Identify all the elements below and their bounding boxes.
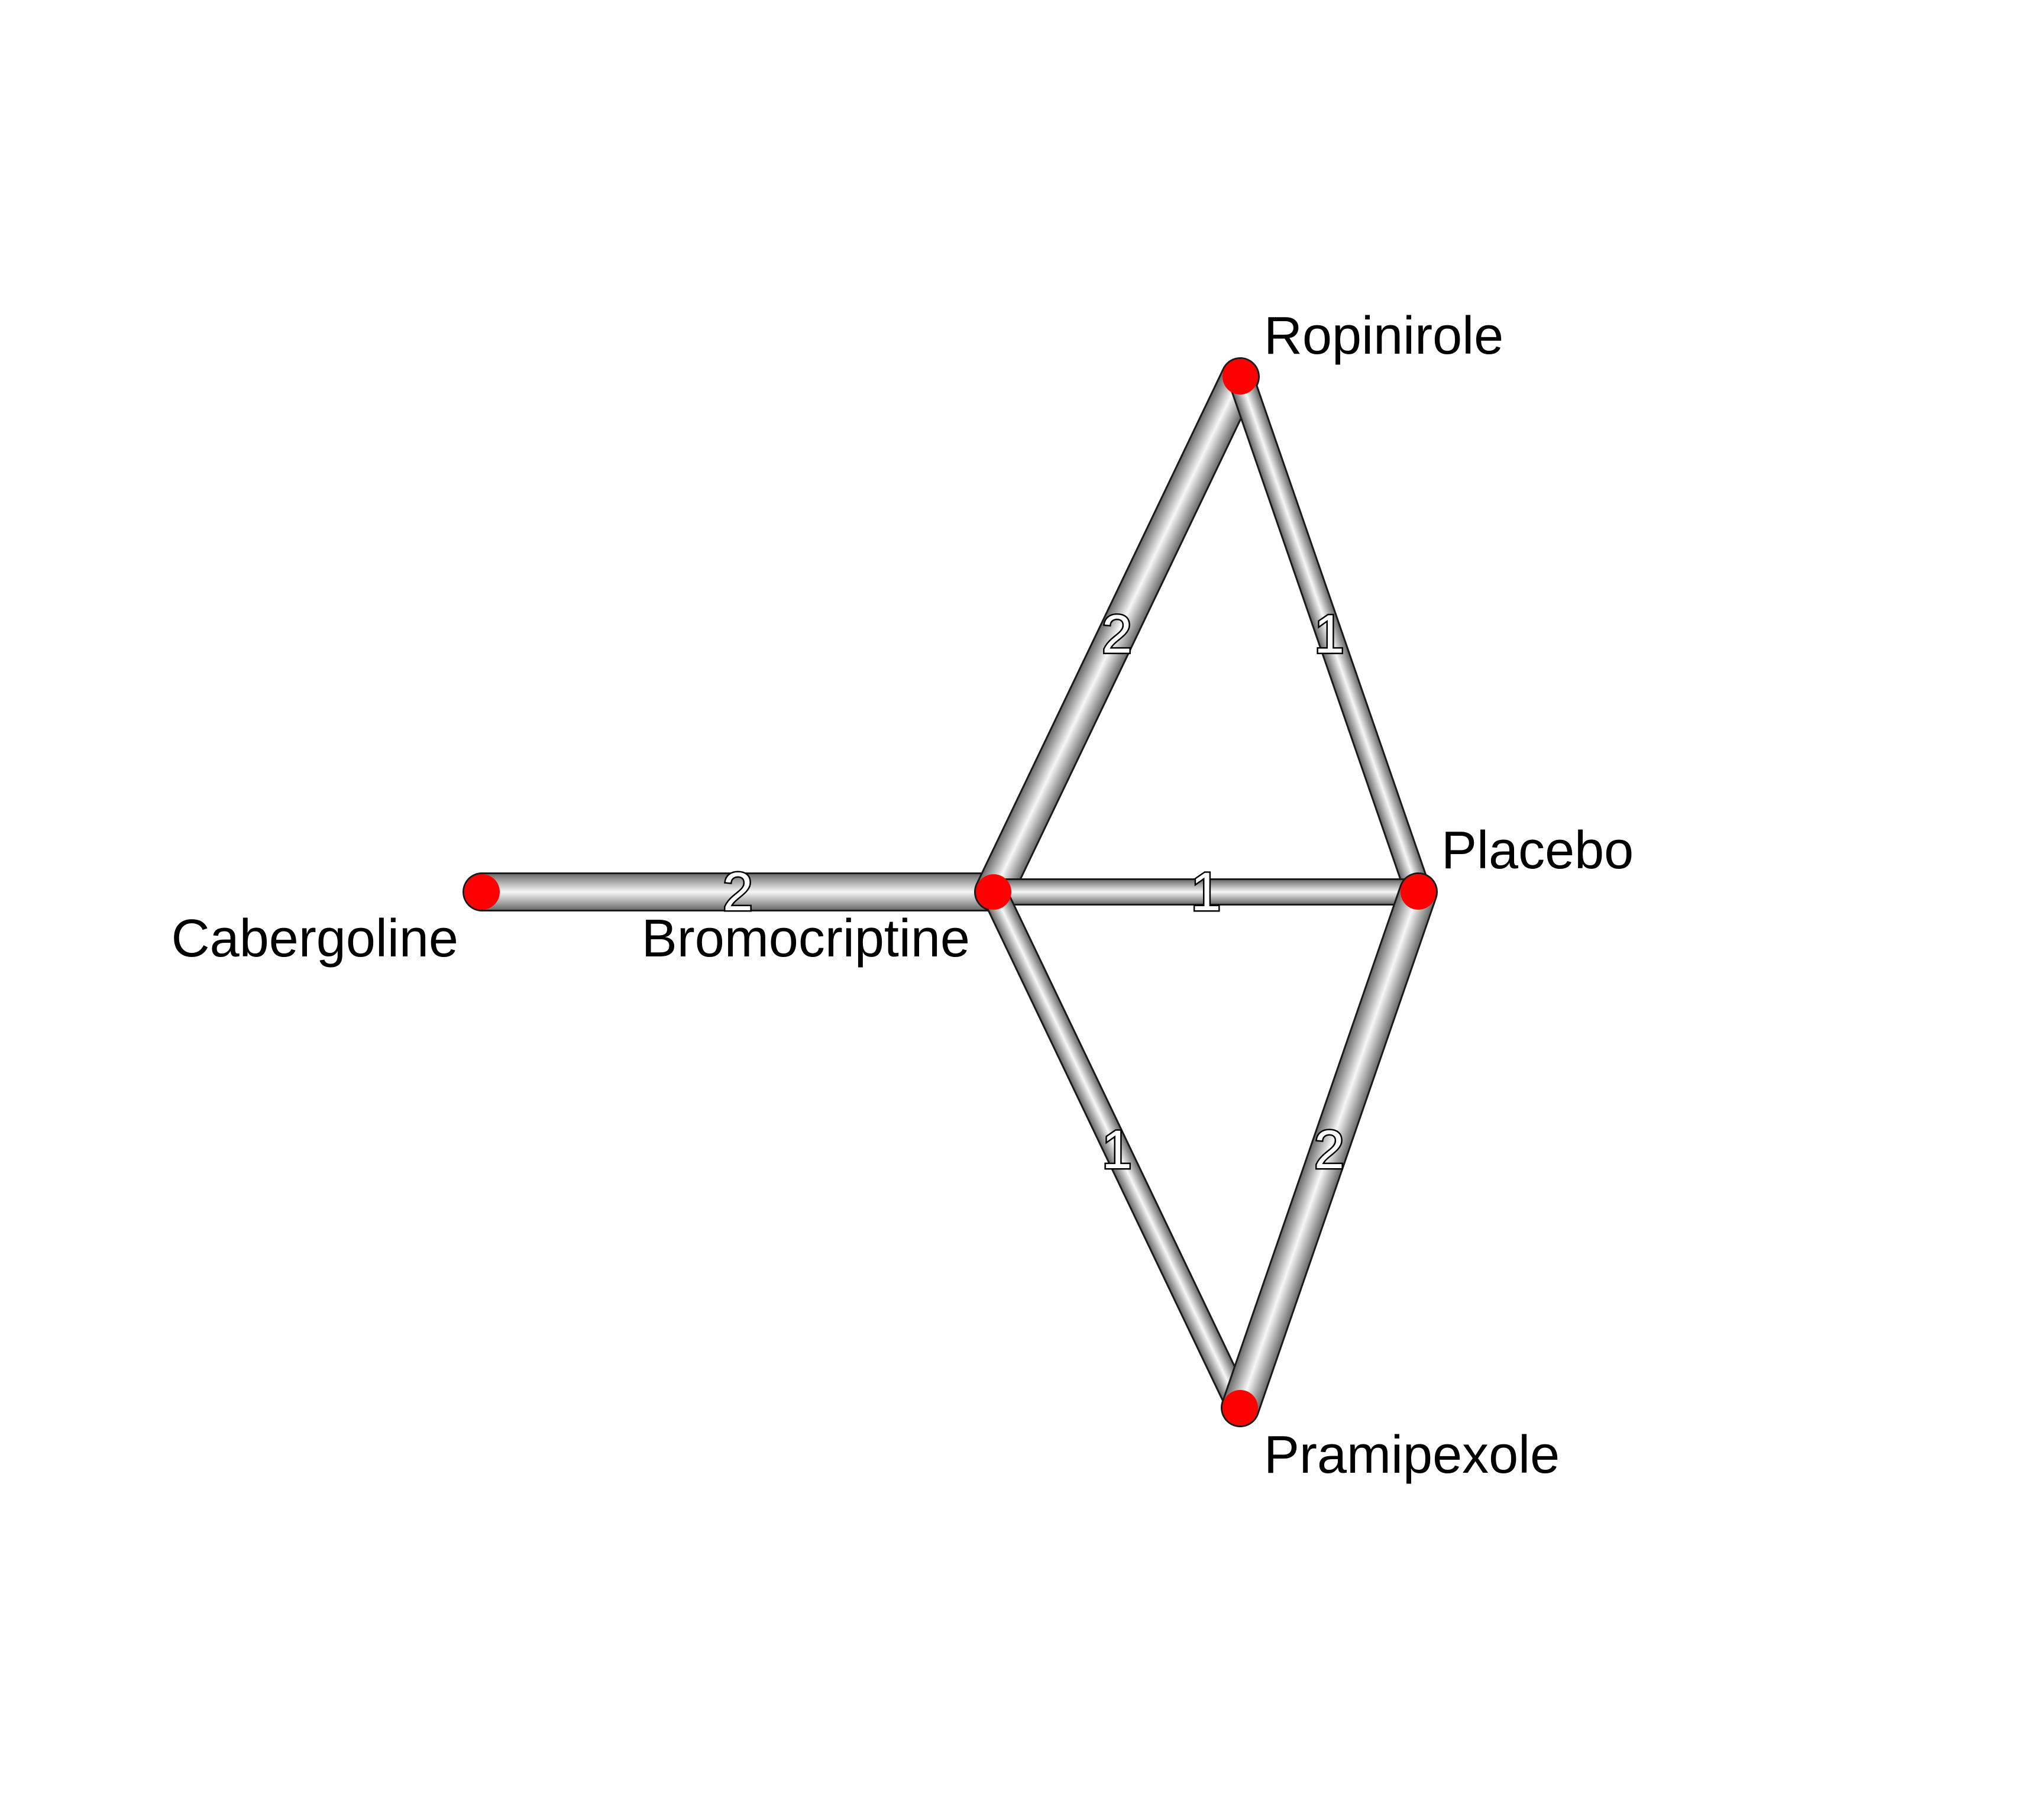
node-label-bromocriptine: Bromocriptine: [642, 909, 970, 968]
node-pramipexole: [1222, 1390, 1258, 1425]
edge-label-bromocriptine-ropinirole: 2: [1102, 604, 1132, 665]
node-label-placebo: Placebo: [1441, 821, 1634, 880]
edge-bromocriptine-ropinirole: [976, 359, 1258, 910]
node-cabergoline: [464, 874, 500, 910]
edge-label-pramipexole-placebo: 2: [1314, 1120, 1344, 1180]
node-labels-layer: Cabergoline Bromocriptine Placebo Ropinirol…: [172, 306, 1634, 1485]
node-bromocriptine: [976, 874, 1011, 910]
edge-ropinirole-placebo: [1228, 365, 1430, 904]
edge-label-bromocriptine-pramipexole: 1: [1102, 1120, 1132, 1180]
node-ropinirole: [1222, 359, 1258, 395]
nodes-layer: [464, 359, 1436, 1425]
edge-label-bromocriptine-placebo: 1: [1191, 862, 1221, 922]
node-label-ropinirole: Ropinirole: [1264, 306, 1503, 366]
node-label-pramipexole: Pramipexole: [1264, 1425, 1560, 1485]
edges-layer: [463, 357, 1438, 1427]
edge-bromocriptine-pramipexole: [982, 880, 1252, 1420]
edge-labels-layer: 2 2 1 1 1 2: [721, 603, 1346, 1182]
edge-label-ropinirole-placebo: 1: [1314, 604, 1344, 665]
edge-label-cabergoline-bromocriptine: 2: [723, 862, 753, 922]
node-placebo: [1401, 874, 1436, 910]
node-label-cabergoline: Cabergoline: [172, 909, 458, 968]
edge-pramipexole-placebo: [1222, 874, 1436, 1425]
